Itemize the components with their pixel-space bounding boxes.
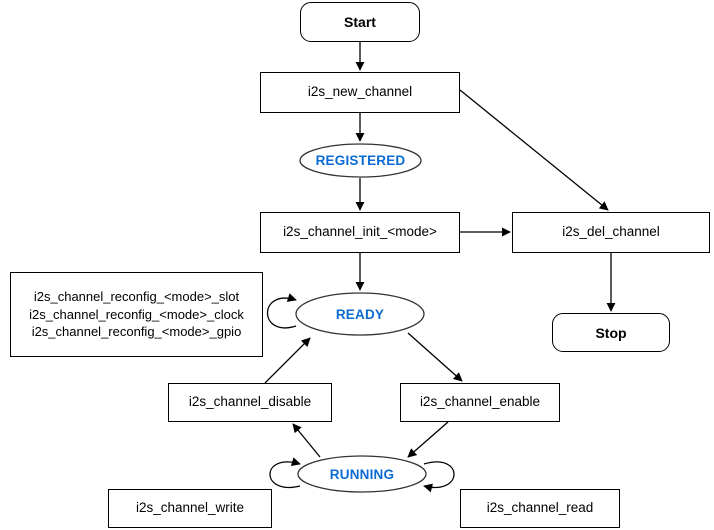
edge-channel-disable-to-ready xyxy=(264,337,311,384)
node-ready-label: READY xyxy=(335,306,385,322)
node-new-channel[interactable]: i2s_new_channel xyxy=(260,72,460,113)
node-channel-write[interactable]: i2s_channel_write xyxy=(108,489,272,528)
node-start[interactable]: Start xyxy=(300,2,420,42)
node-registered-label: REGISTERED xyxy=(315,153,406,168)
edge-channel-enable-to-running xyxy=(407,421,449,458)
node-stop[interactable]: Stop xyxy=(552,313,670,352)
node-channel-read-label: i2s_channel_read xyxy=(486,500,594,516)
ready-ellipse-shape xyxy=(295,292,425,336)
node-reconfig-line-clock: i2s_channel_reconfig_<mode>_clock xyxy=(29,306,244,322)
node-reconfig[interactable]: i2s_channel_reconfig_<mode>_slot i2s_cha… xyxy=(10,272,263,357)
node-channel-init[interactable]: i2s_channel_init_<mode> xyxy=(260,212,460,253)
node-start-label: Start xyxy=(344,14,376,30)
edge-running-self-loop-left xyxy=(269,457,301,489)
node-channel-enable-label: i2s_channel_enable xyxy=(419,394,541,410)
edge-new-channel-to-del-channel xyxy=(459,89,609,211)
node-del-channel-label: i2s_del_channel xyxy=(562,224,660,240)
node-registered[interactable]: REGISTERED xyxy=(299,143,422,178)
edge-ready-self-loop xyxy=(266,293,297,329)
node-ready[interactable]: READY xyxy=(295,292,425,336)
node-channel-enable[interactable]: i2s_channel_enable xyxy=(400,383,560,422)
running-ellipse-shape xyxy=(297,455,427,493)
node-channel-init-label: i2s_channel_init_<mode> xyxy=(283,224,437,240)
node-reconfig-line-slot: i2s_channel_reconfig_<mode>_slot xyxy=(33,289,240,305)
node-channel-write-label: i2s_channel_write xyxy=(135,500,245,516)
node-channel-disable[interactable]: i2s_channel_disable xyxy=(168,383,332,422)
node-channel-disable-label: i2s_channel_disable xyxy=(188,394,312,410)
edge-running-to-channel-disable xyxy=(292,423,321,458)
node-channel-read[interactable]: i2s_channel_read xyxy=(460,489,620,528)
node-stop-label: Stop xyxy=(595,324,627,341)
node-running[interactable]: RUNNING xyxy=(297,455,427,493)
node-running-label: RUNNING xyxy=(329,466,395,482)
node-reconfig-line-gpio: i2s_channel_reconfig_<mode>_gpio xyxy=(31,324,242,340)
node-del-channel[interactable]: i2s_del_channel xyxy=(512,212,710,253)
registered-ellipse-shape xyxy=(299,143,422,178)
node-new-channel-label: i2s_new_channel xyxy=(307,84,413,100)
edge-ready-to-channel-enable xyxy=(407,332,463,382)
edge-running-self-loop-right xyxy=(423,461,455,493)
